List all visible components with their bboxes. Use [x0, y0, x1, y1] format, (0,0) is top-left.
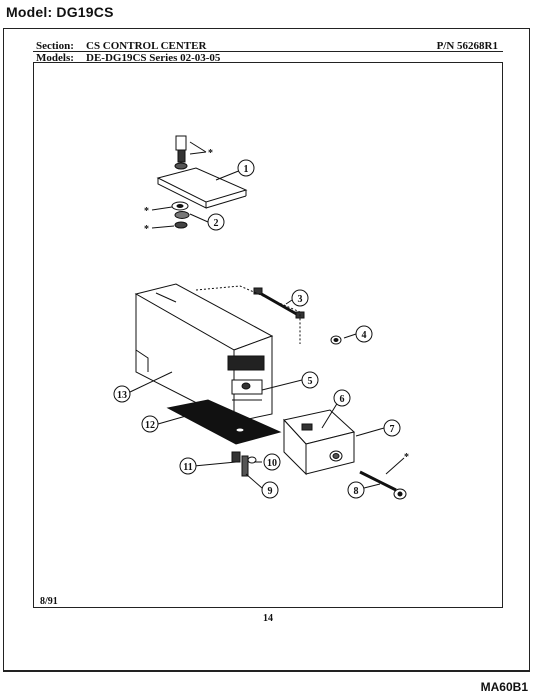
callout-7: 7 — [390, 424, 395, 435]
callout-13: 13 — [117, 390, 127, 401]
callout-2: 2 — [214, 218, 219, 229]
callout-10: 10 — [267, 458, 277, 469]
asterisk-4: * — [404, 452, 409, 463]
asterisk-3: * — [144, 224, 149, 235]
part-switch — [359, 470, 407, 500]
asterisk-2: * — [144, 206, 149, 217]
callout-12: 12 — [145, 420, 155, 431]
part-control-box — [283, 409, 356, 476]
callout-11: 11 — [183, 462, 192, 473]
part-fasteners — [231, 451, 257, 477]
diagram-frame — [33, 62, 503, 608]
part-console-housing — [134, 283, 274, 423]
document-code: MA60B1 — [480, 680, 528, 694]
section-row: Section: CS CONTROL CENTER P/N 56268R1 — [36, 40, 498, 54]
callout-9: 9 — [268, 486, 273, 497]
page-number: 14 — [263, 613, 273, 624]
date-code: 8/91 — [40, 596, 58, 607]
callout-5: 5 — [308, 376, 313, 387]
callout-4: 4 — [362, 330, 367, 341]
part-number: P/N 56268R1 — [436, 40, 498, 52]
part-washers — [171, 201, 190, 229]
callout-1: 1 — [244, 164, 249, 175]
page-frame — [3, 28, 530, 671]
header-rule — [33, 51, 503, 52]
part-lid-plate — [156, 135, 248, 209]
models-value: DE-DG19CS Series 02-03-05 — [86, 52, 221, 64]
bottom-rule — [3, 671, 530, 672]
callout-6: 6 — [340, 394, 345, 405]
asterisk-1: * — [208, 148, 213, 159]
section-label: Section: — [36, 40, 74, 52]
model-title: Model: DG19CS — [6, 4, 114, 20]
callout-circles — [113, 159, 401, 499]
models-label: Models: — [36, 52, 74, 64]
callout-3: 3 — [298, 294, 303, 305]
part-base-plate — [166, 399, 282, 445]
callout-8: 8 — [354, 486, 359, 497]
section-value: CS CONTROL CENTER — [86, 40, 207, 52]
